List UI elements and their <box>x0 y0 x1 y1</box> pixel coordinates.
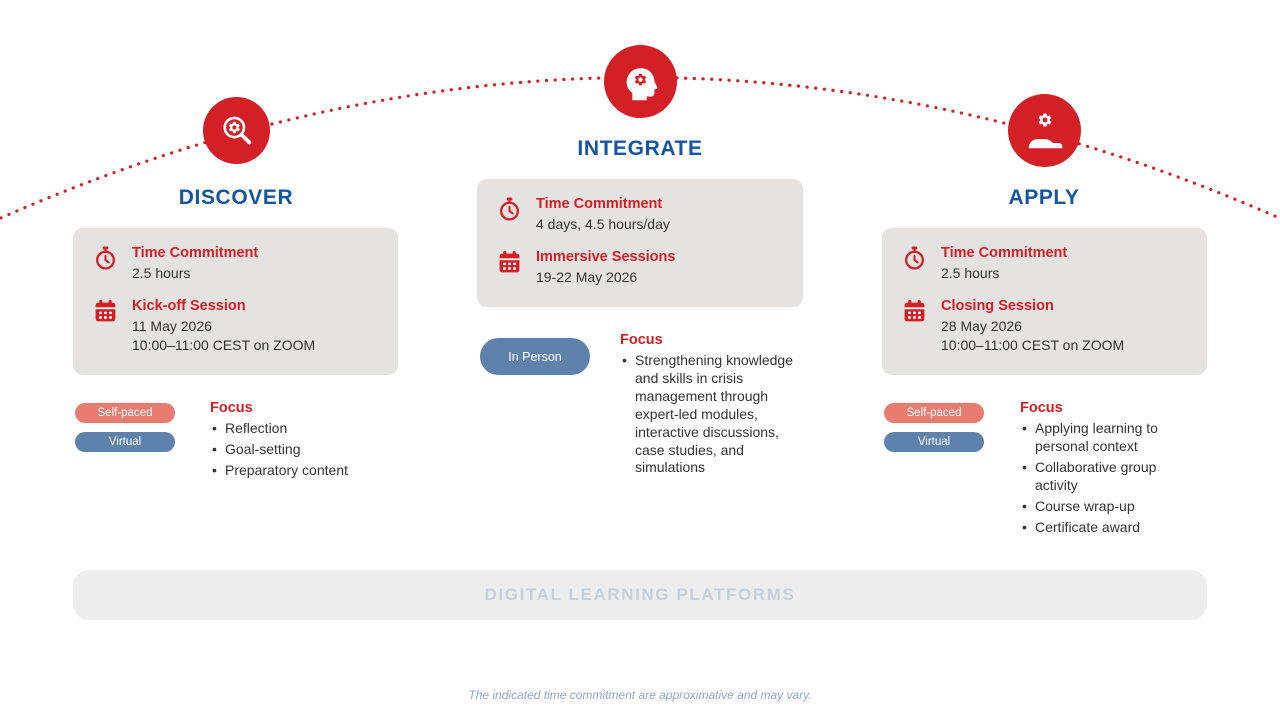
virtual-badge: Virtual <box>75 432 175 452</box>
bottom-bar-label: DIGITAL LEARNING PLATFORMS <box>484 585 796 604</box>
digital-learning-platforms-bar: DIGITAL LEARNING PLATFORMS <box>73 570 1207 620</box>
apply-card: Time Commitment 2.5 hours Closing Sessio… <box>882 228 1207 375</box>
calendar-icon <box>93 298 119 324</box>
session-row: Kick-off Session 11 May 2026 10:00–11:00… <box>93 298 378 355</box>
calendar-icon <box>902 298 928 324</box>
clock-icon <box>93 245 119 271</box>
focus-title: Focus <box>210 400 253 416</box>
row-value: 11 May 2026 <box>132 317 212 334</box>
clock-icon <box>902 245 928 271</box>
focus-item: Certificate award <box>1020 519 1190 537</box>
discover-badges: Self-paced Virtual <box>75 403 175 452</box>
apply-badges: Self-paced Virtual <box>884 403 984 452</box>
focus-item: Goal-setting <box>210 441 402 459</box>
row-label: Immersive Sessions <box>536 248 676 265</box>
focus-list: Strengthening knowledge and skills in cr… <box>620 352 798 477</box>
row-value: 28 May 2026 <box>941 317 1022 334</box>
apply-focus: Focus Applying learning to personal cont… <box>1020 400 1190 539</box>
row-label: Time Commitment <box>132 245 259 261</box>
row-text: Closing Session 28 May 2026 10:00–11:00 … <box>941 298 1124 355</box>
head-gear-icon <box>604 45 677 118</box>
integrate-card: Time Commitment 4 days, 4.5 hours/day Im… <box>477 179 803 307</box>
row-value: 2.5 hours <box>132 265 191 281</box>
integrate-focus: Focus Strengthening knowledge and skills… <box>620 332 798 480</box>
focus-title: Focus <box>620 332 663 348</box>
focus-title: Focus <box>1020 400 1063 416</box>
magnifier-gear-icon <box>203 97 270 164</box>
time-commitment-row: Time Commitment 2.5 hours <box>93 245 378 283</box>
focus-list: Applying learning to personal context Co… <box>1020 420 1190 536</box>
discover-card: Time Commitment 2.5 hours Kick-off Sessi… <box>73 228 398 375</box>
focus-item: Preparatory content <box>210 462 402 480</box>
row-text: Time Commitment 4 days, 4.5 hours/day <box>536 196 670 234</box>
time-commitment-row: Time Commitment 4 days, 4.5 hours/day <box>497 196 783 234</box>
clock-icon <box>497 196 523 222</box>
row-label: Closing Session <box>941 297 1054 314</box>
session-row: Immersive Sessions 19-22 May 2026 <box>497 249 783 287</box>
focus-item: Collaborative group activity <box>1020 459 1190 495</box>
focus-item: Strengthening knowledge and skills in cr… <box>620 352 798 477</box>
self-paced-badge: Self-paced <box>75 403 175 423</box>
focus-list: Reflection Goal-setting Preparatory cont… <box>210 420 402 480</box>
row-value: 4 days, 4.5 hours/day <box>536 216 670 232</box>
row-text: Time Commitment 2.5 hours <box>941 245 1067 283</box>
self-paced-badge: Self-paced <box>884 403 984 423</box>
row-text: Kick-off Session 11 May 2026 10:00–11:00… <box>132 298 315 355</box>
phase-title-discover: DISCOVER <box>178 186 294 209</box>
session-row: Closing Session 28 May 2026 10:00–11:00 … <box>902 298 1187 355</box>
row-label: Kick-off Session <box>132 297 246 314</box>
row-label: Time Commitment <box>536 196 663 212</box>
row-value: 10:00–11:00 CEST on ZOOM <box>132 336 316 353</box>
in-person-badge: In Person <box>480 338 590 375</box>
row-value: 10:00–11:00 CEST on ZOOM <box>941 336 1125 353</box>
phase-title-apply: APPLY <box>1008 186 1080 209</box>
footnote: The indicated time commitment are approx… <box>468 688 812 702</box>
row-text: Time Commitment 2.5 hours <box>132 245 258 283</box>
hand-gear-icon <box>1008 94 1081 167</box>
calendar-icon <box>497 249 523 275</box>
row-value: 2.5 hours <box>941 265 1000 281</box>
focus-item: Applying learning to personal context <box>1020 420 1190 456</box>
row-text: Immersive Sessions 19-22 May 2026 <box>536 249 675 287</box>
row-value: 19-22 May 2026 <box>536 268 638 285</box>
time-commitment-row: Time Commitment 2.5 hours <box>902 245 1187 283</box>
discover-focus: Focus Reflection Goal-setting Preparator… <box>210 400 402 483</box>
focus-item: Reflection <box>210 420 402 438</box>
focus-item: Course wrap-up <box>1020 498 1190 516</box>
row-label: Time Commitment <box>941 245 1068 261</box>
phase-title-integrate: INTEGRATE <box>577 137 703 160</box>
virtual-badge: Virtual <box>884 432 984 452</box>
